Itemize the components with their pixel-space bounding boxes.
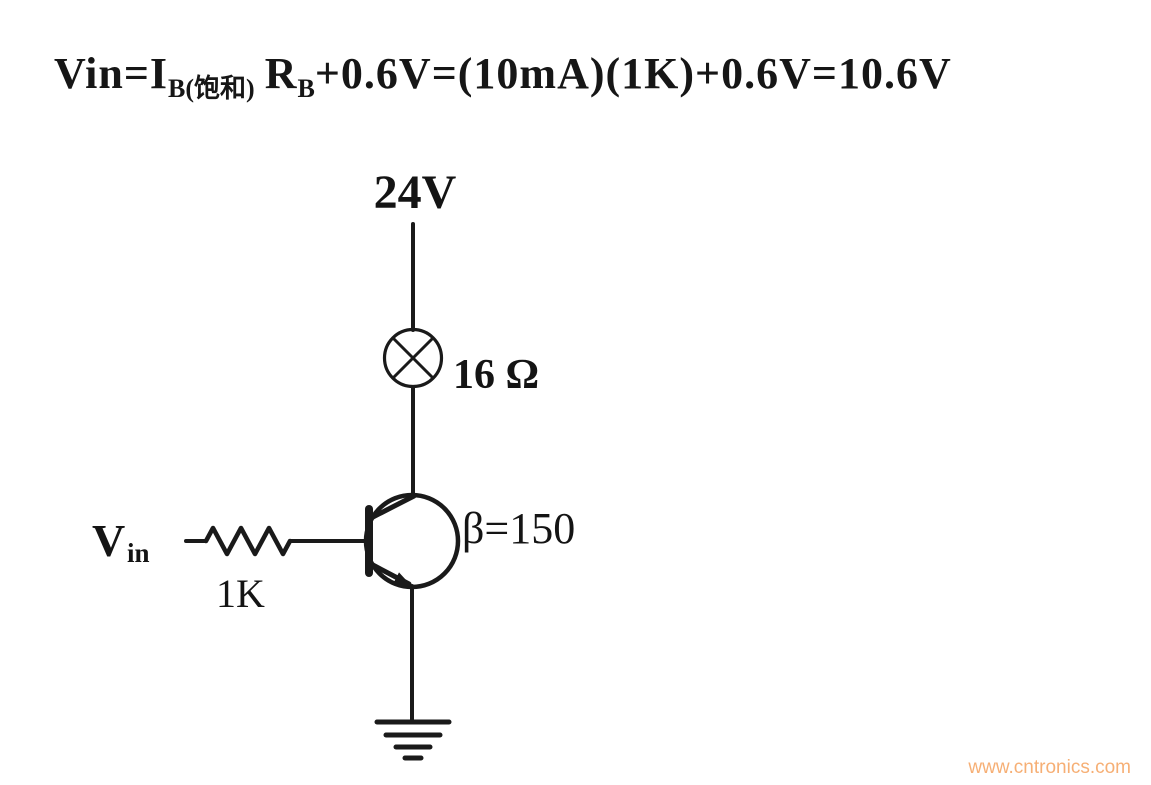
transistor-body — [363, 492, 461, 590]
lamp-cross-line-2 — [391, 336, 435, 380]
transistor-collector-lead — [368, 493, 417, 521]
input-voltage-label: V — [92, 515, 125, 566]
saturation-formula: Vin=IB(饱和) RB+0.6V=(10mA)(1K)+0.6V=10.6V — [54, 48, 952, 105]
formula-ib-term: I — [149, 49, 169, 98]
formula-tail: +0.6V=(10mA)(1K)+0.6V=10.6V — [314, 49, 952, 98]
supply-voltage-label: 24V — [374, 166, 457, 219]
beta-label: β=150 — [462, 504, 575, 553]
formula-ib-subscript: B(饱和) — [168, 74, 255, 103]
base-resistor-label: 1K — [216, 571, 265, 616]
watermark: www.cntronics.com — [968, 757, 1131, 778]
formula-rb-subscript: B — [297, 74, 315, 103]
base-resistor-symbol — [203, 525, 293, 557]
lamp-resistance-label: 16 Ω — [453, 352, 539, 398]
input-voltage-label-subscript: in — [127, 538, 150, 568]
emitter-arrowhead — [393, 572, 412, 587]
formula-rb-term: R — [264, 49, 298, 98]
formula-vin-equals: Vin= — [54, 49, 150, 98]
